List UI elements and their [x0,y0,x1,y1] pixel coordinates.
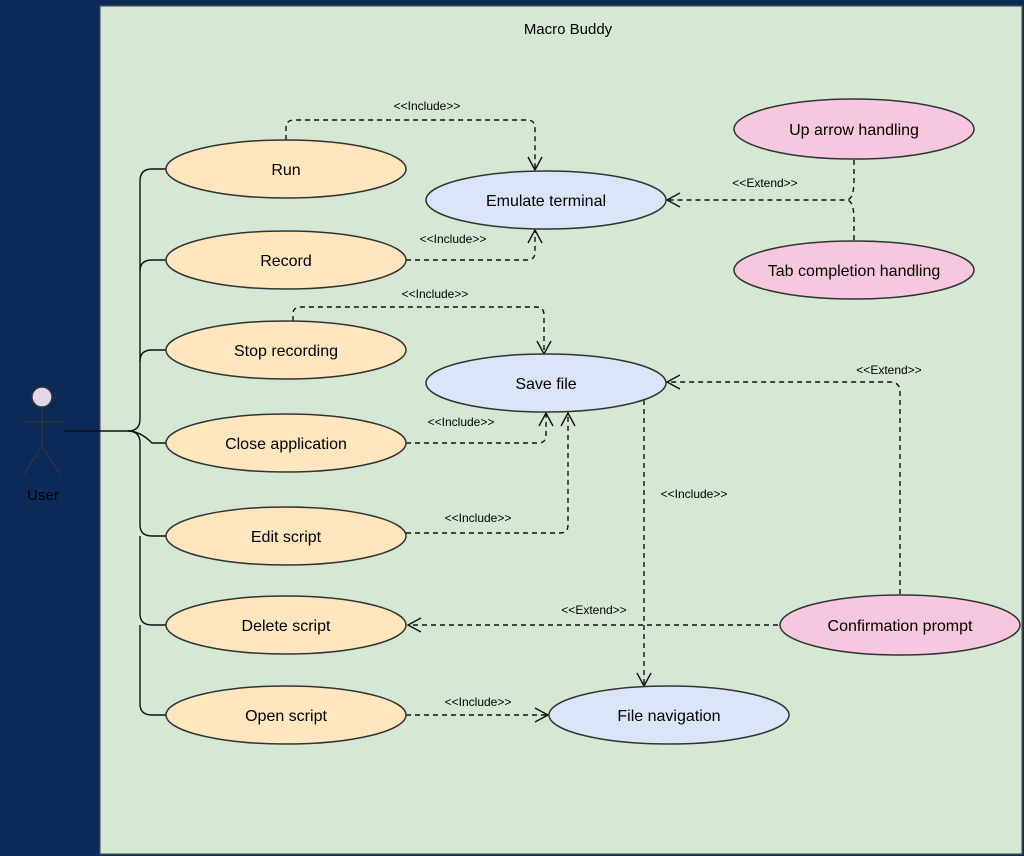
include-record-emulate [406,230,536,261]
include-label-run: <<Include>> [394,99,461,113]
arrowhead-record-emulate [527,228,543,244]
use-case-up-arrow-handling-shape [733,98,975,160]
user-actor[interactable]: User [22,386,62,504]
include-label-close: <<Include>> [428,415,495,429]
arrowhead-extend-save [665,374,681,390]
use-case-file-navigation-label: File navigation [617,708,720,725]
include-label-open: <<Include>> [445,695,512,709]
arrowhead-extend-emulate [665,192,681,208]
association-run [127,168,166,432]
association-stop-recording [139,349,166,362]
extend-confirmation-save [667,381,901,594]
use-case-run-shape [165,139,407,199]
use-case-file-navigation-shape [548,685,790,745]
association-delete-script [139,536,166,626]
arrowhead-close-save [538,411,554,427]
use-case-confirmation-prompt-label: Confirmation prompt [828,618,974,635]
use-case-record-label: Record [260,253,312,270]
use-case-save-file-label: Save file [515,376,576,393]
use-case-delete-script[interactable]: Delete script [165,595,407,655]
dependencies: <<Include>> <<Include>> <<Include>> <<In… [285,99,922,723]
use-case-open-script-label: Open script [245,708,327,725]
use-case-tab-completion-handling[interactable]: Tab completion handling [733,240,975,300]
association-open-script [139,625,166,716]
arrowhead-run-emulate [527,156,543,172]
actor-left-leg [23,445,43,475]
use-case-file-navigation[interactable]: File navigation [548,685,790,745]
use-case-stop-recording-shape [165,320,407,380]
use-case-close-application-label: Close application [225,436,347,453]
associations [64,168,166,716]
use-case-edit-script-shape [165,506,407,566]
use-case-emulate-terminal-shape [425,170,667,230]
actor-label: User [27,487,59,504]
include-label-record: <<Include>> [420,232,487,246]
use-case-open-script-shape [165,685,407,745]
use-case-close-application[interactable]: Close application [165,413,407,473]
include-edit-save [406,413,569,534]
use-case-run[interactable]: Run [165,139,407,199]
use-case-save-file-shape [425,353,667,413]
extend-up-arrow [667,160,855,201]
use-case-open-script[interactable]: Open script [165,685,407,745]
association-edit-script [127,430,166,537]
include-label-edit: <<Include>> [445,511,512,525]
include-stop-save [292,306,545,354]
use-case-edit-script-label: Edit script [251,529,322,546]
use-case-emulate-terminal-label: Emulate terminal [486,193,606,210]
use-case-emulate-terminal[interactable]: Emulate terminal [425,170,667,230]
extend-tab-completion [845,199,855,240]
arrowhead-edit-save [560,411,576,427]
use-case-confirmation-prompt-shape [779,594,1021,656]
use-case-edit-script[interactable]: Edit script [165,506,407,566]
use-case-save-file[interactable]: Save file [425,353,667,413]
include-label-stop: <<Include>> [402,287,469,301]
arrowhead-extend-delete [406,617,422,633]
include-close-save [406,413,547,444]
use-case-record[interactable]: Record [165,230,407,290]
use-case-stop-recording-label: Stop recording [234,343,338,360]
actor-head [31,386,53,408]
system-title: Macro Buddy [524,21,613,38]
use-case-confirmation-prompt[interactable]: Confirmation prompt [779,594,1021,656]
extend-label-save: <<Extend>> [856,363,921,377]
use-case-delete-script-shape [165,595,407,655]
use-case-delete-script-label: Delete script [242,618,331,635]
include-label-save: <<Include>> [661,487,728,501]
use-case-close-application-shape [165,413,407,473]
use-case-tab-completion-handling-label: Tab completion handling [768,263,941,280]
use-case-up-arrow-handling[interactable]: Up arrow handling [733,98,975,160]
use-case-record-shape [165,230,407,290]
arrowhead-open-navigation [534,707,550,723]
extend-label-emulate: <<Extend>> [732,176,797,190]
extend-label-delete: <<Extend>> [561,603,626,617]
use-case-tab-completion-handling-shape [733,240,975,300]
use-case-up-arrow-handling-label: Up arrow handling [789,122,919,139]
association-record [139,259,166,272]
use-case-stop-recording[interactable]: Stop recording [165,320,407,380]
actor-right-leg [41,445,61,475]
use-case-run-label: Run [271,162,300,179]
